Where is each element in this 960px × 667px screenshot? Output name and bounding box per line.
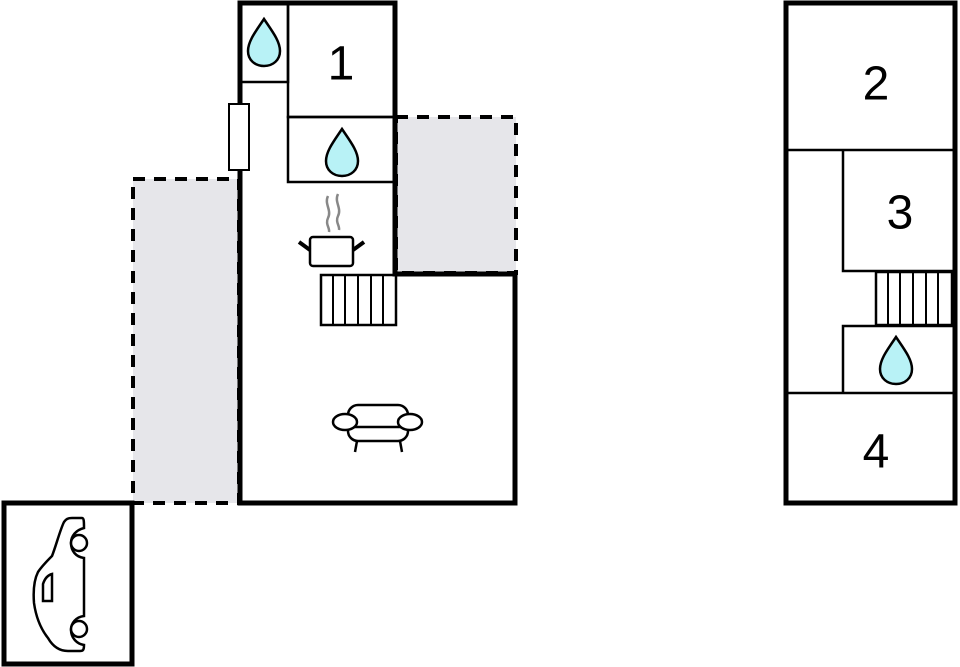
bedroom-2: 2 xyxy=(786,58,955,152)
sofa-icon xyxy=(331,403,424,453)
stairs-icon xyxy=(319,273,398,327)
room-label-4: 4 xyxy=(863,426,890,479)
room-label-1: 1 xyxy=(328,38,355,91)
bathroom-upper xyxy=(841,324,955,393)
terrace-right xyxy=(394,115,518,275)
parking xyxy=(1,500,135,667)
room-label-2: 2 xyxy=(863,58,890,111)
room-label-3: 3 xyxy=(887,187,914,240)
terrace-left xyxy=(131,177,241,505)
window xyxy=(228,103,250,171)
bedroom-4: 4 xyxy=(786,391,955,479)
bedroom-1: 1 xyxy=(286,1,397,119)
car-icon xyxy=(32,516,89,653)
ground-floor: 1 xyxy=(228,0,518,506)
cooking-pot-icon xyxy=(297,193,366,268)
upper-floor: 2 3 4 xyxy=(783,0,958,506)
bathroom-1 xyxy=(286,115,397,184)
